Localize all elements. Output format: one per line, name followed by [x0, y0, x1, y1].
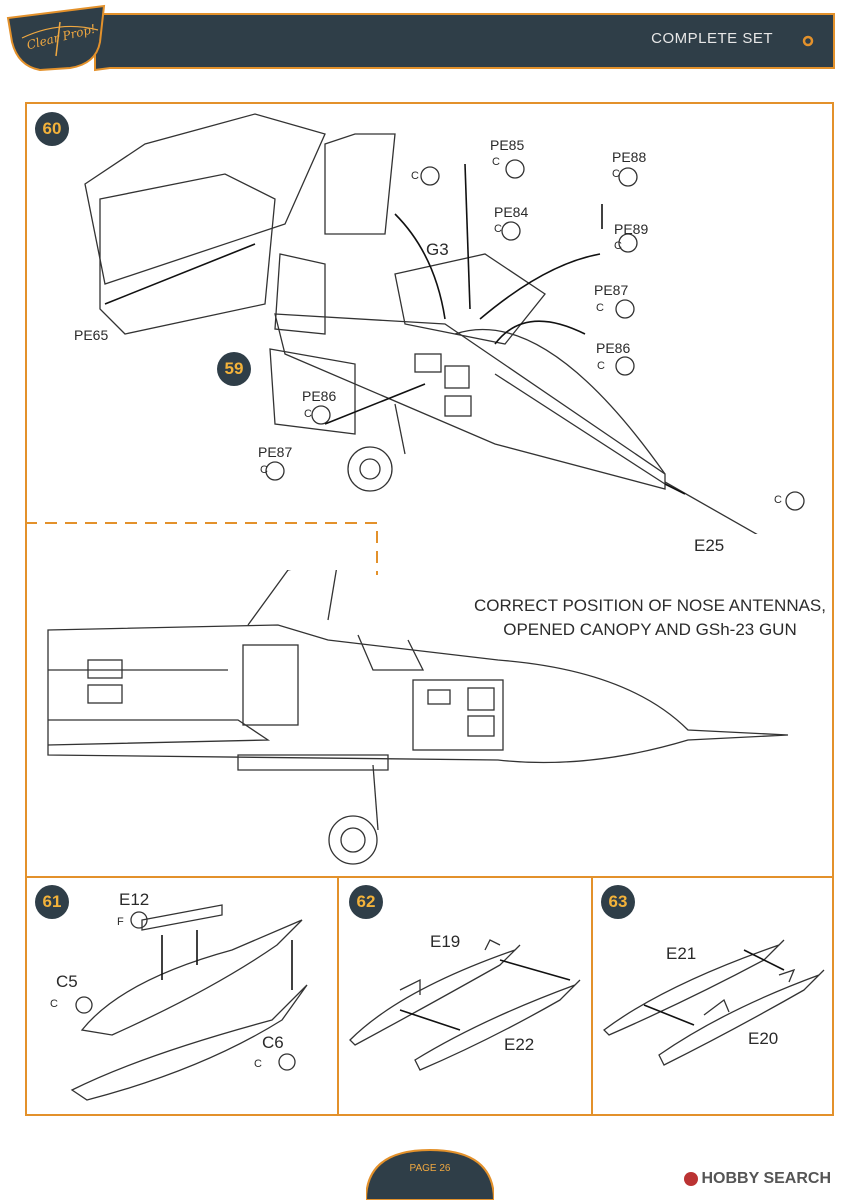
step-number-61: 61 [35, 885, 69, 919]
step-number-60: 60 [35, 112, 69, 146]
label-pe65: PE65 [74, 327, 109, 343]
pylon-drawing-step63 [603, 939, 825, 1066]
label-e19: E19 [430, 932, 461, 951]
dashed-divider [25, 522, 378, 575]
header-banner [6, 4, 835, 72]
label-c-5: C [614, 240, 622, 252]
step-number-59: 59 [217, 352, 251, 386]
label-c6: C6 [262, 1033, 284, 1052]
label-g3: G3 [426, 240, 449, 259]
label-pe87-left: PE87 [258, 444, 293, 460]
label-c-6: C [596, 302, 604, 314]
label-c-7: C [597, 360, 605, 372]
footer-page-tab [366, 1140, 494, 1200]
aircraft-nose-drawing-step60 [84, 113, 805, 534]
label-c-9: C [260, 464, 268, 476]
drop-tank-drawing [70, 904, 308, 1101]
label-c-2: C [492, 156, 500, 168]
hobby-search-logo-icon [683, 1172, 698, 1186]
note-line-2: OPENED CANOPY AND GSh-23 GUN [503, 620, 797, 639]
header-title: COMPLETE SET [651, 30, 773, 47]
label-e20: E20 [748, 1029, 779, 1048]
label-c-8: C [304, 408, 312, 420]
note-line-1: CORRECT POSITION OF NOSE ANTENNAS, [473, 596, 826, 615]
label-pe88: PE88 [612, 149, 647, 165]
label-c-3: C [612, 168, 620, 180]
label-e12: E12 [119, 890, 150, 909]
watermark-text: HOBBY SEARCH [701, 1170, 832, 1187]
aircraft-side-view-drawing [47, 570, 789, 865]
label-f: F [117, 916, 124, 928]
step-number-63: 63 [601, 885, 635, 919]
page-header: Clear Prop! COMPLETE SET [0, 0, 843, 80]
label-pe89: PE89 [614, 221, 649, 237]
label-c-4: C [494, 223, 502, 235]
watermark: HOBBY SEARCH [683, 1170, 832, 1188]
label-pe84: PE84 [494, 204, 529, 220]
pylon-drawing-step62 [349, 939, 581, 1071]
label-c5: C5 [56, 972, 78, 991]
label-c-1: C [411, 170, 419, 182]
label-e22: E22 [504, 1035, 535, 1054]
label-c-c5: C [50, 998, 58, 1010]
label-e25: E25 [694, 536, 725, 555]
label-c-10: C [774, 494, 782, 506]
label-c-c6: C [254, 1058, 262, 1070]
step-63-panel [591, 876, 834, 1116]
step-number-62: 62 [349, 885, 383, 919]
label-pe86-right: PE86 [596, 340, 631, 356]
label-e21: E21 [666, 944, 697, 963]
label-pe85: PE85 [490, 137, 525, 153]
label-pe86-left: PE86 [302, 388, 337, 404]
page-number: PAGE 26 [409, 1163, 451, 1174]
note-correct-position: CORRECT POSITION OF NOSE ANTENNAS, OPENE… [440, 594, 843, 642]
gear-icon [802, 35, 814, 47]
label-pe87-top: PE87 [594, 282, 629, 298]
